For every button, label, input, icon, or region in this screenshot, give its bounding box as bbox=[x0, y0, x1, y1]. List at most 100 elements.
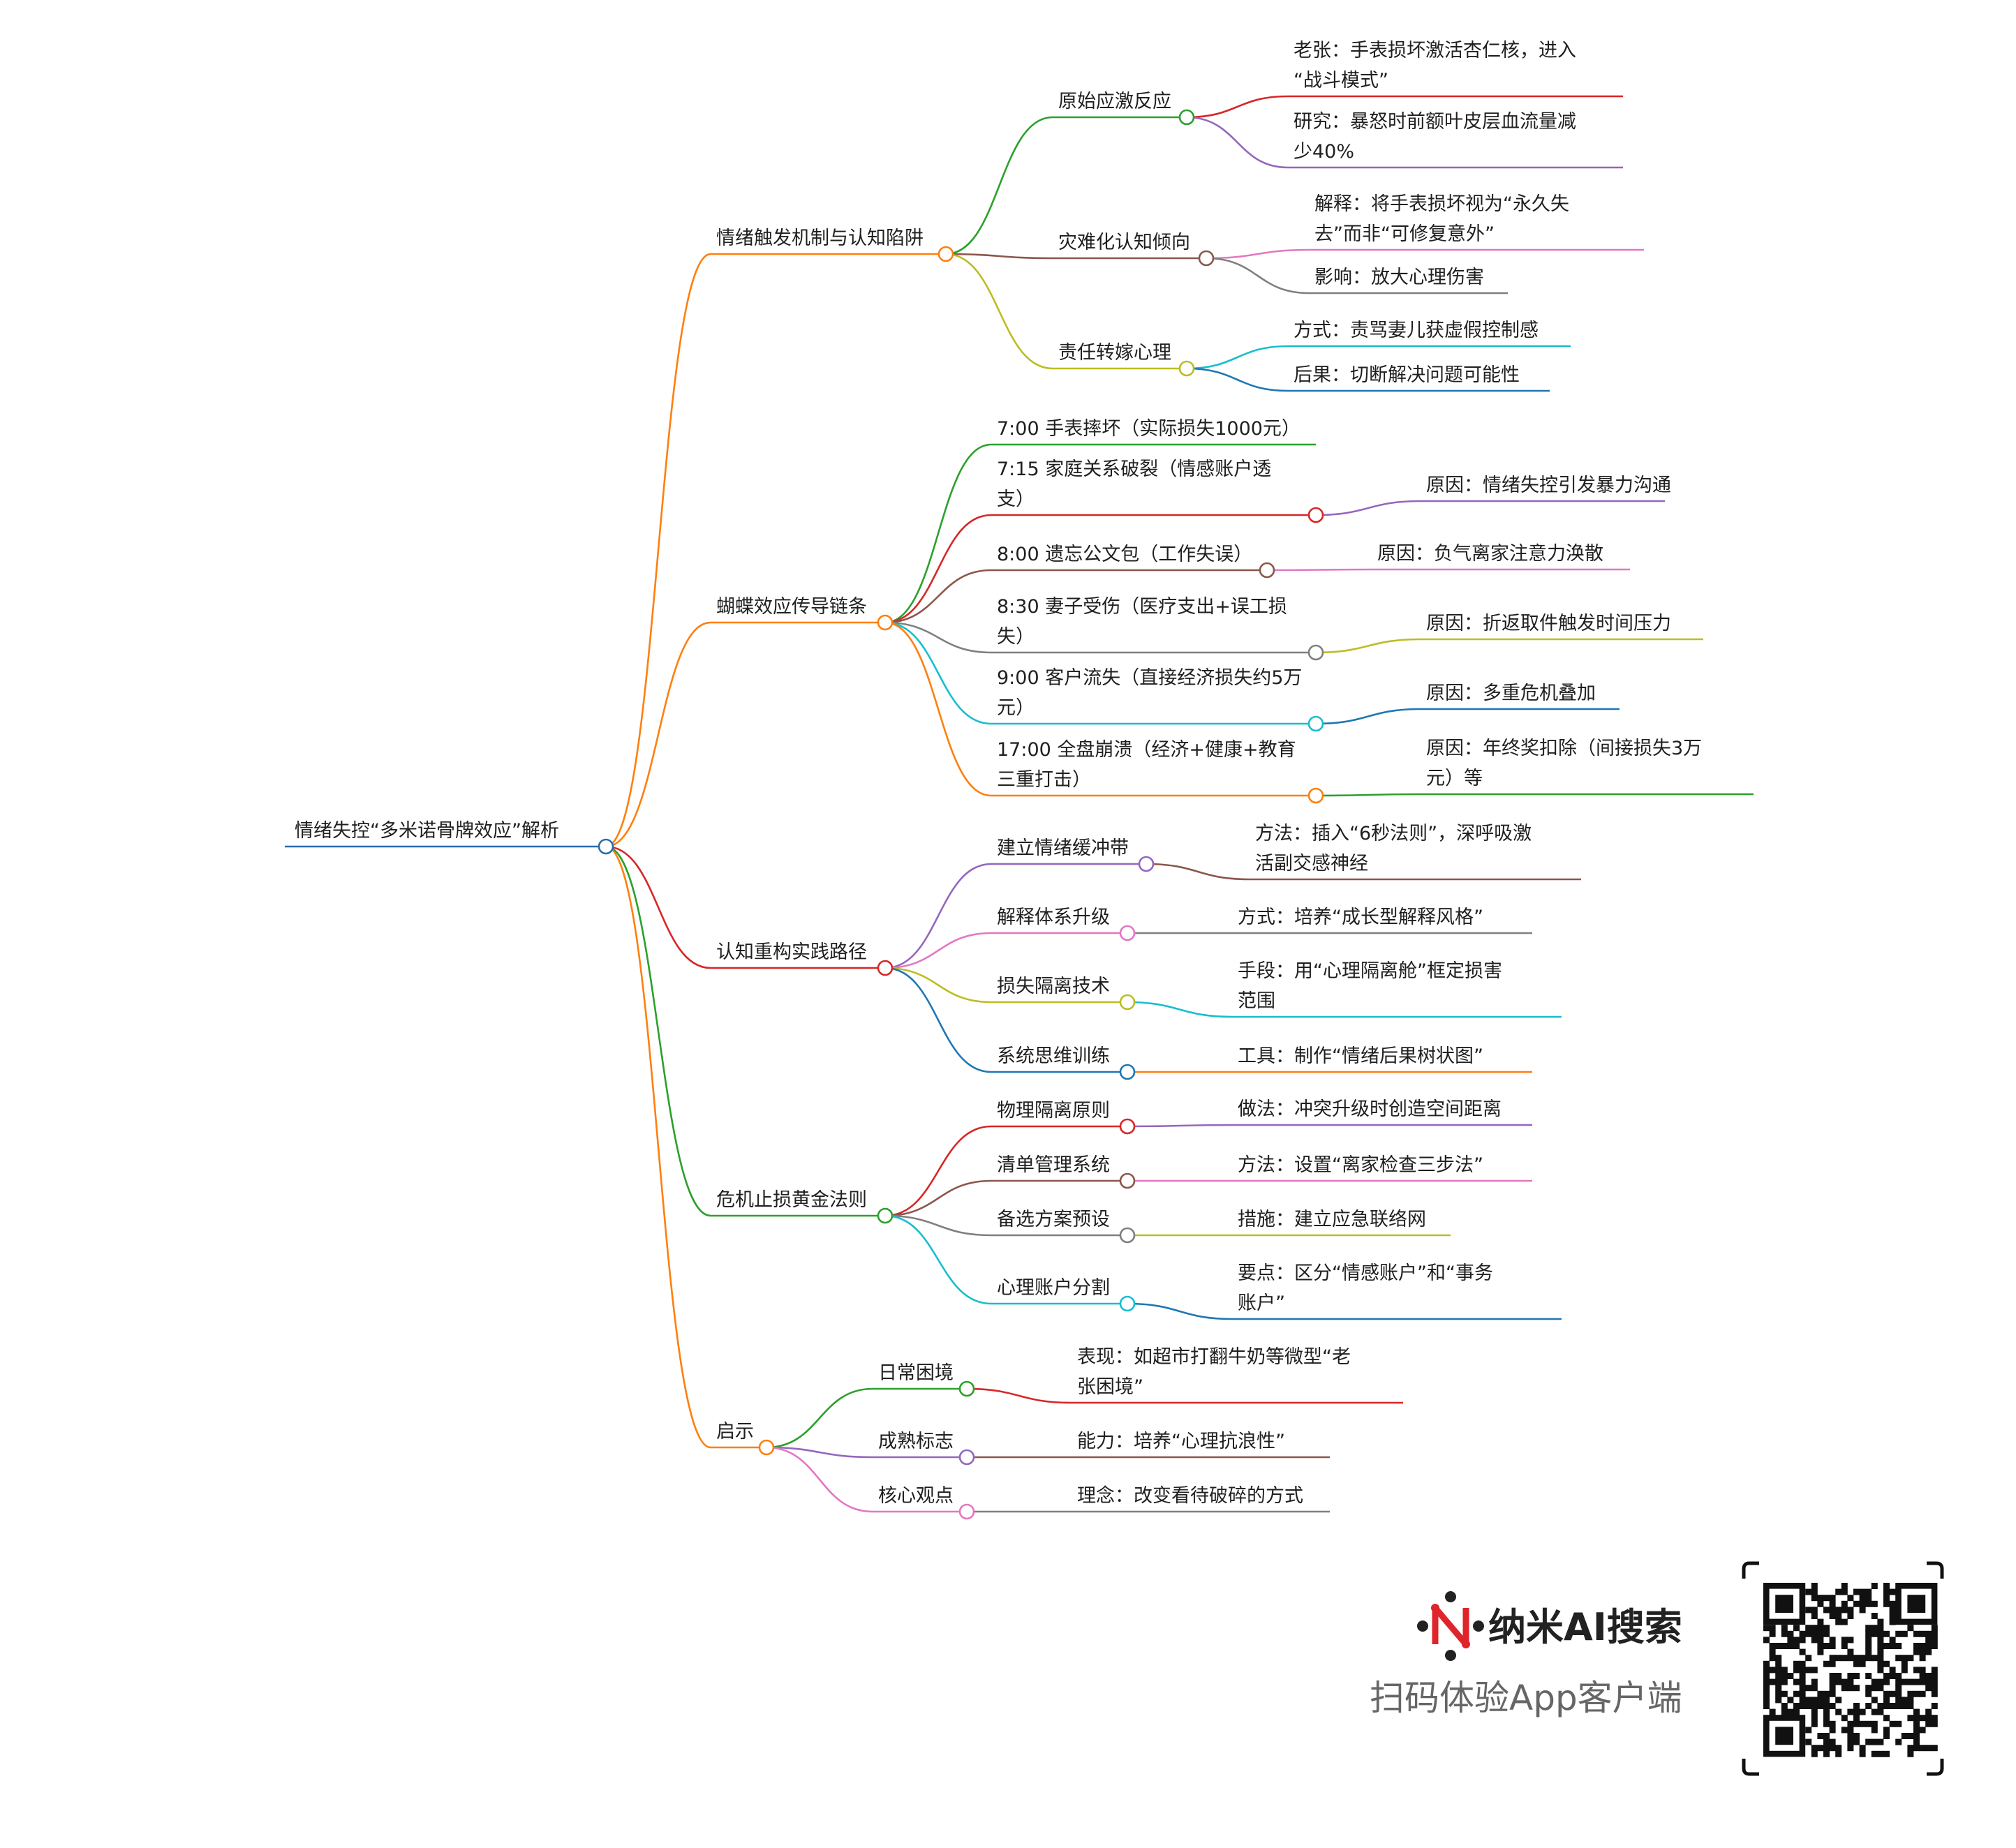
subtopic-collapse-toggle[interactable] bbox=[1119, 1064, 1136, 1080]
leaf-label: 影响：放大心理伤害 bbox=[1314, 267, 1484, 288]
leaf-label: 手段：用“心理隔离舱”框定损害 bbox=[1238, 960, 1502, 982]
subtopic-link bbox=[884, 1125, 992, 1217]
subtopic-link bbox=[766, 1387, 873, 1449]
subtopic-link bbox=[884, 569, 992, 624]
subtopic-collapse-toggle[interactable] bbox=[1119, 1295, 1136, 1312]
leaf-link bbox=[1266, 568, 1372, 572]
leaf-label: 方法：设置“离家检查三步法” bbox=[1238, 1154, 1483, 1176]
subtopic-collapse-toggle[interactable] bbox=[1307, 644, 1324, 661]
subtopic-label: 8:30 妻子受伤（医疗支出+误工损 bbox=[997, 596, 1287, 618]
subtopic-collapse-toggle[interactable] bbox=[958, 1380, 975, 1397]
branch-link bbox=[605, 845, 711, 969]
branch-collapse-toggle[interactable] bbox=[937, 246, 954, 262]
subtopic-link bbox=[884, 514, 992, 624]
leaf-label: 方式：培养“成长型解释风格” bbox=[1238, 907, 1483, 928]
subtopic-link bbox=[884, 1179, 992, 1217]
subtopic-collapse-toggle[interactable] bbox=[958, 1503, 975, 1520]
subtopic-label: 建立情绪缓冲带 bbox=[997, 837, 1129, 859]
branch-link bbox=[605, 621, 711, 848]
subtopic-label: 三重打击） bbox=[997, 769, 1091, 791]
subtopic-collapse-toggle[interactable] bbox=[1259, 562, 1275, 579]
leaf-label: 做法：冲突升级时创造空间距离 bbox=[1238, 1098, 1502, 1120]
subtopic-label: 灾难化认知倾向 bbox=[1058, 232, 1190, 253]
brand-name: 纳米AI搜索 bbox=[1488, 1605, 1682, 1649]
leaf-link bbox=[1127, 1001, 1233, 1018]
leaf-label: 原因：折返取件触发时间压力 bbox=[1426, 613, 1671, 634]
subtopic-link bbox=[884, 1214, 992, 1305]
leaf-label: 原因：负气离家注意力涣散 bbox=[1377, 543, 1603, 565]
branch-link bbox=[605, 845, 711, 1449]
leaf-link bbox=[1315, 638, 1421, 654]
leaf-label: 范围 bbox=[1238, 990, 1275, 1012]
subtopic-collapse-toggle[interactable] bbox=[1307, 787, 1324, 804]
subtopic-link bbox=[884, 863, 992, 969]
subtopic-label: 解释体系升级 bbox=[997, 907, 1110, 928]
branch-collapse-toggle[interactable] bbox=[877, 1207, 894, 1224]
leaf-label: 方式：责骂妻儿获虚假控制感 bbox=[1294, 320, 1539, 341]
subtopic-label: 心理账户分割 bbox=[997, 1277, 1110, 1299]
subtopic-label: 17:00 全盘崩溃（经济+健康+教育 bbox=[997, 739, 1296, 761]
leaf-label: 元）等 bbox=[1426, 768, 1483, 789]
subtopic-link bbox=[766, 1446, 873, 1459]
branch-topic: 认知重构实践路径 bbox=[716, 941, 867, 963]
leaf-link bbox=[1315, 500, 1421, 516]
subtopic-label: 核心观点 bbox=[878, 1485, 954, 1507]
subtopic-link bbox=[945, 116, 1053, 255]
leaf-label: 去”而非“可修复意外” bbox=[1314, 223, 1495, 245]
branch-collapse-toggle[interactable] bbox=[877, 614, 894, 631]
leaf-link bbox=[1127, 1302, 1233, 1320]
subtopic-link bbox=[884, 621, 992, 654]
brand-slogan: 扫码体验App客户端 bbox=[1370, 1678, 1682, 1718]
subtopic-collapse-toggle[interactable] bbox=[1119, 1172, 1136, 1189]
nano-ai-logo-icon bbox=[1417, 1591, 1484, 1661]
subtopic-link bbox=[884, 621, 992, 797]
root-topic: 情绪失控“多米诺骨牌效应”解析 bbox=[295, 820, 559, 842]
subtopic-collapse-toggle[interactable] bbox=[1138, 856, 1155, 872]
subtopic-label: 9:00 客户流失（直接经济损失约5万 bbox=[997, 667, 1302, 689]
subtopic-collapse-toggle[interactable] bbox=[1119, 925, 1136, 941]
root-collapse-toggle[interactable] bbox=[598, 838, 614, 855]
branch-collapse-toggle[interactable] bbox=[758, 1439, 775, 1456]
leaf-label: 活副交感神经 bbox=[1255, 853, 1368, 874]
subtopic-label: 原始应激反应 bbox=[1058, 91, 1171, 112]
leaf-label: 原因：年终奖扣除（间接损失3万 bbox=[1426, 738, 1702, 759]
leaf-label: 措施：建立应急联络网 bbox=[1238, 1209, 1426, 1230]
subtopic-link bbox=[884, 621, 992, 725]
subtopic-label: 7:00 手表摔坏（实际损失1000元） bbox=[997, 418, 1300, 440]
subtopic-link bbox=[945, 253, 1053, 370]
leaf-link bbox=[1186, 345, 1289, 370]
subtopic-collapse-toggle[interactable] bbox=[1119, 1227, 1136, 1244]
leaf-label: 少40% bbox=[1294, 141, 1354, 163]
subtopic-label: 失） bbox=[997, 626, 1035, 648]
subtopic-collapse-toggle[interactable] bbox=[1119, 1118, 1136, 1135]
subtopic-link bbox=[884, 967, 992, 1073]
branch-collapse-toggle[interactable] bbox=[877, 960, 894, 976]
subtopic-collapse-toggle[interactable] bbox=[1178, 360, 1195, 377]
leaf-label: 张困境” bbox=[1077, 1376, 1143, 1398]
leaf-label: 原因：多重危机叠加 bbox=[1426, 683, 1596, 704]
qr-code bbox=[1742, 1561, 1944, 1776]
subtopic-collapse-toggle[interactable] bbox=[1119, 994, 1136, 1011]
subtopic-collapse-toggle[interactable] bbox=[1198, 250, 1215, 267]
subtopic-link bbox=[766, 1446, 873, 1513]
subtopic-label: 支） bbox=[997, 489, 1035, 510]
subtopic-label: 元） bbox=[997, 697, 1035, 719]
subtopic-collapse-toggle[interactable] bbox=[1178, 109, 1195, 126]
branch-link bbox=[605, 845, 711, 1217]
subtopic-collapse-toggle[interactable] bbox=[958, 1449, 975, 1466]
leaf-link bbox=[1315, 793, 1421, 797]
subtopic-link bbox=[884, 932, 992, 969]
subtopic-collapse-toggle[interactable] bbox=[1307, 715, 1324, 732]
subtopic-label: 8:00 遗忘公文包（工作失误） bbox=[997, 544, 1252, 565]
subtopic-label: 成熟标志 bbox=[878, 1431, 954, 1452]
subtopic-label: 物理隔离原则 bbox=[997, 1100, 1110, 1122]
leaf-link bbox=[1186, 116, 1289, 169]
leaf-label: 老张：手表损坏激活杏仁核，进入 bbox=[1294, 40, 1576, 61]
subtopic-collapse-toggle[interactable] bbox=[1307, 507, 1324, 523]
leaf-label: 工具：制作“情绪后果树状图” bbox=[1238, 1045, 1483, 1067]
leaf-label: 后果：切断解决问题可能性 bbox=[1294, 364, 1520, 386]
leaf-label: “战斗模式” bbox=[1294, 70, 1388, 91]
subtopic-label: 责任转嫁心理 bbox=[1058, 342, 1171, 364]
subtopic-label: 7:15 家庭关系破裂（情感账户透 bbox=[997, 459, 1271, 480]
